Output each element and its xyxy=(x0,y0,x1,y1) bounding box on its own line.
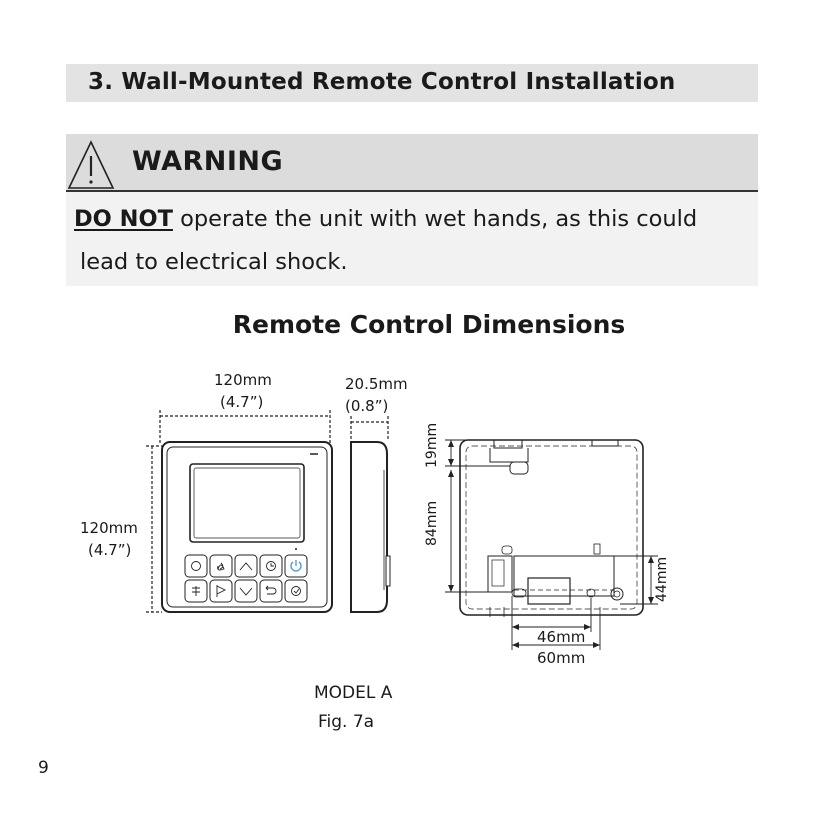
back-right-label: 44mm xyxy=(654,557,670,602)
side-view xyxy=(351,442,390,612)
depth-inches: (0.8”) xyxy=(345,397,388,415)
back-top-label: 19mm xyxy=(424,423,440,468)
mode-button xyxy=(185,555,207,577)
back-width1-label: 46mm xyxy=(537,628,585,646)
up-button xyxy=(235,555,257,577)
down-button xyxy=(235,580,257,602)
fan-button xyxy=(210,555,232,577)
front-height-label: 120mm xyxy=(80,519,138,537)
back-width2-label: 60mm xyxy=(537,649,585,667)
front-width-label: 120mm xyxy=(214,371,272,389)
model-caption: MODEL A xyxy=(314,683,392,703)
depth-label: 20.5mm xyxy=(345,375,408,393)
front-view xyxy=(162,442,332,612)
lcd-screen xyxy=(190,464,304,542)
follow-button xyxy=(210,580,232,602)
front-height-inches: (4.7”) xyxy=(88,541,131,559)
front-width-inches: (4.7”) xyxy=(220,393,263,411)
back-button xyxy=(260,580,282,602)
back-view xyxy=(445,440,658,650)
page-number: 9 xyxy=(38,758,49,778)
back-mid-label: 84mm xyxy=(424,501,440,546)
figure-caption: Fig. 7a xyxy=(318,712,374,732)
confirm-button xyxy=(285,580,307,602)
